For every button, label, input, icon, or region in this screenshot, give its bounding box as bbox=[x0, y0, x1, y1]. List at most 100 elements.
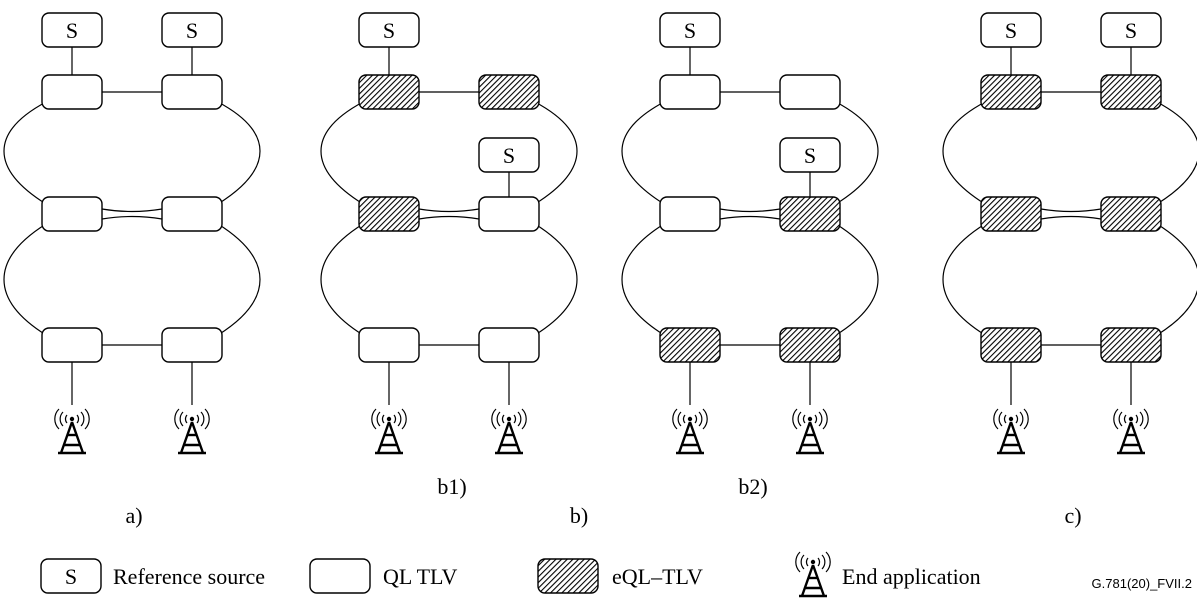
source-box bbox=[1100, 12, 1162, 48]
ring-arc bbox=[621, 101, 665, 205]
source-box bbox=[980, 12, 1042, 48]
ring-arc bbox=[320, 223, 364, 336]
reference-source: S bbox=[1100, 12, 1162, 48]
source-letter: S bbox=[1005, 18, 1017, 43]
antenna-tower-icon bbox=[1112, 407, 1150, 455]
ring-arc bbox=[835, 223, 879, 336]
source-letter: S bbox=[66, 18, 78, 43]
reference-source: S bbox=[161, 12, 223, 48]
antenna-tower-icon bbox=[173, 407, 211, 455]
reference-source: S bbox=[659, 12, 721, 48]
node-ql-tlv bbox=[478, 327, 540, 363]
node-eql-tlv bbox=[358, 74, 420, 110]
antenna-tower-icon bbox=[370, 407, 408, 455]
node-eql-tlv bbox=[779, 327, 841, 363]
node-ql-tlv bbox=[161, 327, 223, 363]
ring-link bbox=[1040, 208, 1102, 213]
antenna-tower-icon bbox=[490, 407, 528, 455]
legend-ql-box bbox=[309, 558, 371, 594]
antenna-tower-icon bbox=[992, 407, 1030, 455]
legend-eql-tlv: eQL–TLV bbox=[612, 564, 703, 589]
legend-reference-source: Reference source bbox=[113, 564, 265, 589]
node-ql-tlv bbox=[659, 196, 721, 232]
node-eql-tlv bbox=[478, 74, 540, 110]
legend-antenna-tower-icon bbox=[794, 550, 832, 598]
node-eql-tlv bbox=[659, 327, 721, 363]
reference-source: S bbox=[358, 12, 420, 48]
source-letter: S bbox=[186, 18, 198, 43]
ring-arc bbox=[1156, 101, 1197, 205]
legend-source-box bbox=[40, 558, 102, 594]
node-eql-tlv bbox=[1100, 196, 1162, 232]
ring-arc bbox=[942, 101, 986, 205]
panel-b2: SS bbox=[621, 12, 879, 455]
ring-arc bbox=[534, 101, 578, 205]
reference-source: S bbox=[478, 137, 540, 173]
source-letter: S bbox=[383, 18, 395, 43]
node-ql-tlv bbox=[659, 74, 721, 110]
antenna-tower-icon bbox=[791, 407, 829, 455]
ring-link bbox=[418, 215, 480, 220]
node-eql-tlv bbox=[1100, 327, 1162, 363]
ring-arc bbox=[217, 223, 261, 336]
node-ql-tlv bbox=[358, 327, 420, 363]
node-eql-tlv bbox=[1100, 74, 1162, 110]
node-ql-tlv bbox=[161, 196, 223, 232]
ring-link bbox=[101, 215, 163, 220]
reference-source: S bbox=[980, 12, 1042, 48]
ring-arc bbox=[835, 101, 879, 205]
ring-link bbox=[101, 208, 163, 213]
antenna-tower-icon bbox=[53, 407, 91, 455]
ring-arc bbox=[320, 101, 364, 205]
antenna-tower-icon bbox=[671, 407, 709, 455]
panel-label-a: a) bbox=[125, 503, 142, 528]
figure-id: G.781(20)_FVII.2 bbox=[1092, 576, 1192, 591]
node-ql-tlv bbox=[41, 327, 103, 363]
ring-arc bbox=[3, 101, 47, 205]
ring-arc bbox=[217, 101, 261, 205]
legend-source-letter: S bbox=[65, 564, 77, 589]
node-eql-tlv bbox=[980, 74, 1042, 110]
panel-label-b: b) bbox=[570, 503, 588, 528]
ring-link bbox=[418, 208, 480, 213]
node-eql-tlv bbox=[779, 196, 841, 232]
source-box bbox=[659, 12, 721, 48]
panel-label-b2: b2) bbox=[738, 474, 767, 499]
panel-label-c: c) bbox=[1064, 503, 1081, 528]
source-letter: S bbox=[1125, 18, 1137, 43]
node-eql-tlv bbox=[358, 196, 420, 232]
source-box bbox=[478, 137, 540, 173]
reference-source: S bbox=[779, 137, 841, 173]
source-letter: S bbox=[503, 143, 515, 168]
node-ql-tlv bbox=[478, 196, 540, 232]
node-eql-tlv bbox=[980, 327, 1042, 363]
node-ql-tlv bbox=[161, 74, 223, 110]
node-ql-tlv bbox=[41, 196, 103, 232]
ring-arc bbox=[621, 223, 665, 336]
source-letter: S bbox=[804, 143, 816, 168]
ring-link bbox=[719, 208, 781, 213]
panel-label-b1: b1) bbox=[437, 474, 466, 499]
source-box bbox=[358, 12, 420, 48]
source-letter: S bbox=[684, 18, 696, 43]
legend-ql-tlv: QL TLV bbox=[383, 564, 457, 589]
node-eql-tlv bbox=[980, 196, 1042, 232]
ring-arc bbox=[3, 223, 47, 336]
source-box bbox=[161, 12, 223, 48]
reference-source: S bbox=[41, 12, 103, 48]
ring-arc bbox=[942, 223, 986, 336]
ring-arc bbox=[534, 223, 578, 336]
legend-eql-box bbox=[537, 558, 599, 594]
panel-b1: SS bbox=[320, 12, 578, 455]
source-box bbox=[779, 137, 841, 173]
ring-link bbox=[1040, 215, 1102, 220]
node-ql-tlv bbox=[779, 74, 841, 110]
ring-link bbox=[719, 215, 781, 220]
node-ql-tlv bbox=[41, 74, 103, 110]
ring-arc bbox=[1156, 223, 1197, 336]
source-box bbox=[41, 12, 103, 48]
